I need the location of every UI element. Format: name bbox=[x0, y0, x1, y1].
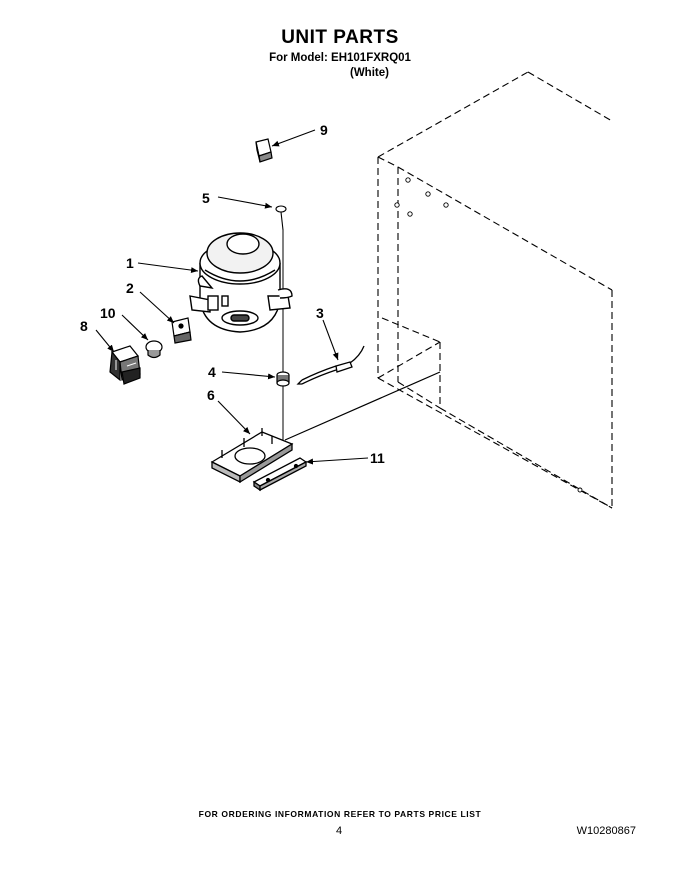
part-11-rail bbox=[252, 457, 308, 492]
part-6-mounting-plate bbox=[210, 428, 294, 484]
callout-1: 1 bbox=[126, 255, 134, 271]
ordering-note: FOR ORDERING INFORMATION REFER TO PARTS … bbox=[198, 809, 482, 819]
callout-8: 8 bbox=[80, 318, 88, 334]
document-number: W10280867 bbox=[576, 825, 636, 837]
callout-9: 9 bbox=[320, 122, 328, 138]
cabinet-outline bbox=[377, 71, 613, 509]
part-4-grommet bbox=[276, 371, 290, 387]
callout-4: 4 bbox=[208, 364, 216, 380]
part-2-terminal bbox=[171, 317, 192, 344]
cabinet-holes bbox=[394, 177, 583, 493]
part-8-relay bbox=[109, 345, 141, 385]
callout-11: 11 bbox=[370, 450, 385, 466]
callout-2: 2 bbox=[126, 280, 134, 296]
model-line: For Model: EH101FXRQ01 bbox=[269, 52, 411, 64]
cabinet-base-edge bbox=[284, 371, 441, 441]
part-5-grommet-clip bbox=[275, 205, 287, 231]
part-1-compressor bbox=[189, 232, 293, 333]
callout-5: 5 bbox=[202, 190, 210, 206]
part-9-clip bbox=[255, 138, 273, 163]
part-3-harness bbox=[296, 345, 365, 385]
callout-10: 10 bbox=[100, 305, 116, 321]
callout-3: 3 bbox=[316, 305, 324, 321]
part-10-cap bbox=[145, 340, 163, 359]
page-number: 4 bbox=[336, 825, 343, 837]
model-variant: (White) bbox=[350, 67, 389, 79]
page-title: UNIT PARTS bbox=[281, 27, 399, 48]
callout-6: 6 bbox=[207, 387, 215, 403]
leader-lines bbox=[95, 129, 369, 465]
